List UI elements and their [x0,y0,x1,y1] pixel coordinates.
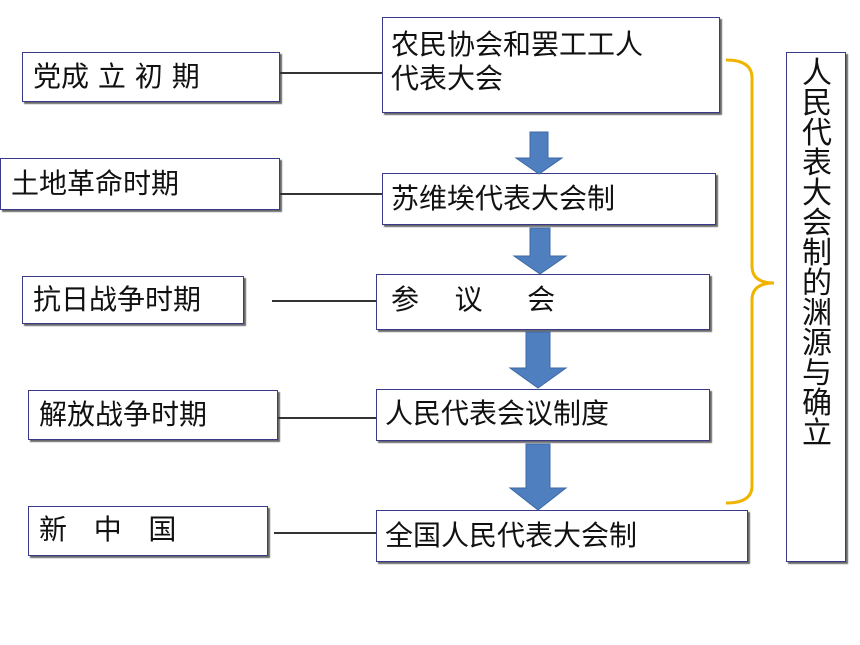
institution-box-4: 人民代表会议制度 [376,389,710,441]
summary-char: 表 [802,146,832,181]
period-label-1: 党成 立 初 期 [33,60,200,93]
summary-char: 立 [802,416,832,451]
summary-char: 会 [802,206,832,241]
summary-vertical-text: 人民代表大会制的渊源与确立 [795,59,839,449]
summary-char: 民 [802,86,832,121]
institution-box-5: 全国人民代表大会制 [376,510,748,562]
connector-line-4 [278,417,376,419]
period-box-1: 党成 立 初 期 [22,52,280,102]
summary-box: 人民代表大会制的渊源与确立 [786,52,846,562]
institution-box-1: 农民协会和罢工工人 代表大会 [382,17,720,113]
summary-char: 大 [802,176,832,211]
institution-label-3: 参 议 会 [391,283,556,316]
summary-char: 人 [802,56,832,91]
connector-line-2 [280,193,382,195]
institution-box-2: 苏维埃代表大会制 [382,173,716,225]
connector-line-5 [274,532,376,534]
period-box-5: 新 中 国 [28,506,268,556]
period-label-5: 新 中 国 [39,513,177,546]
down-arrow-2 [512,227,568,275]
institution-label-1: 农民协会和罢工工人 代表大会 [391,28,644,95]
down-arrow-1 [514,131,564,175]
summary-char: 代 [802,116,832,151]
institution-label-5: 全国人民代表大会制 [385,519,638,552]
institution-label-2: 苏维埃代表大会制 [391,182,616,215]
summary-char: 源 [802,326,832,361]
period-box-2: 土地革命时期 [0,158,280,210]
down-arrow-4 [508,443,568,511]
institution-label-4: 人民代表会议制度 [385,397,610,430]
down-arrow-3 [508,331,568,389]
summary-char: 与 [802,356,832,391]
summary-char: 渊 [802,296,832,331]
summary-char: 的 [802,266,832,301]
connector-line-3 [272,300,376,302]
summary-char: 确 [802,386,832,421]
summary-label: 人民代表大会制的渊源与确立 [795,59,839,449]
period-box-3: 抗日战争时期 [22,276,244,324]
right-brace [725,58,775,505]
period-box-4: 解放战争时期 [28,390,278,440]
summary-char: 制 [802,236,832,271]
connector-line-1 [280,72,382,74]
period-label-2: 土地革命时期 [11,167,180,200]
period-label-4: 解放战争时期 [39,398,208,431]
institution-box-3: 参 议 会 [376,274,710,330]
period-label-3: 抗日战争时期 [33,283,202,316]
